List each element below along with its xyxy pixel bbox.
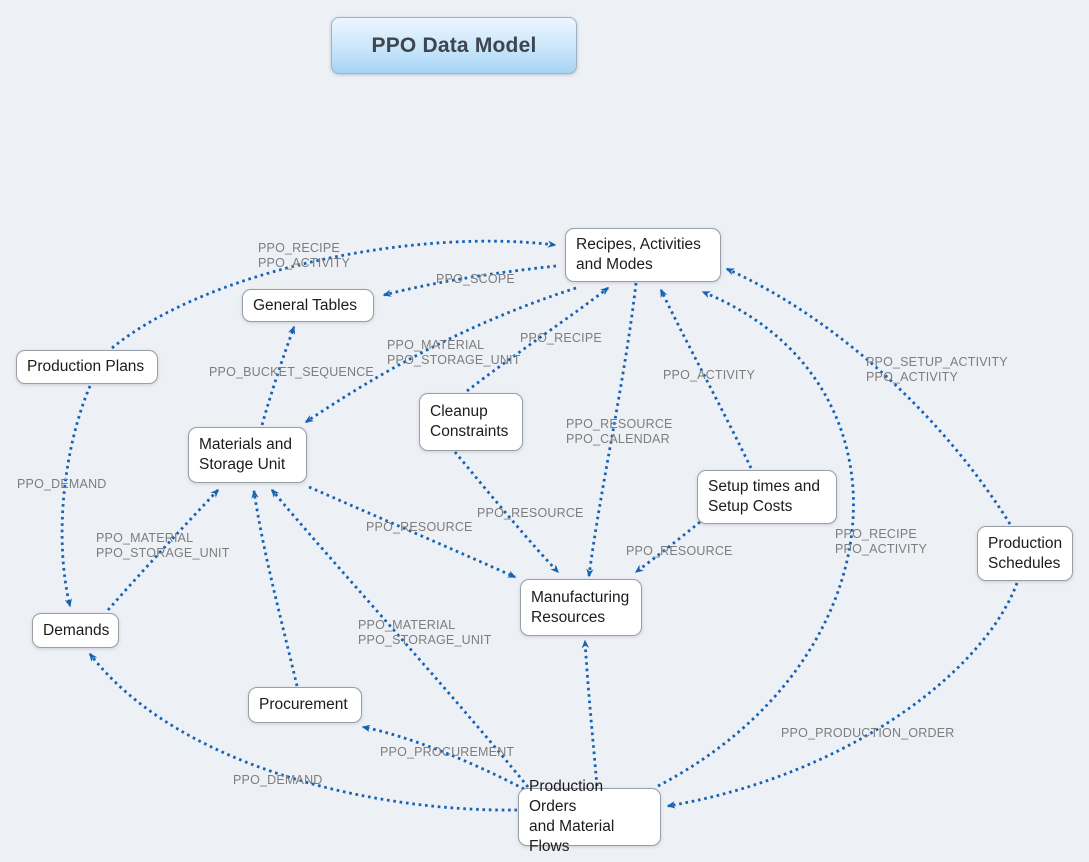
edge-production-orders-to-materials bbox=[270, 488, 530, 788]
node-label: Demands bbox=[43, 621, 110, 639]
edge-schedules-to-recipes bbox=[725, 267, 1012, 525]
edge-label-recipes-manufacturing: PPO_RESOURCE PPO_CALENDAR bbox=[566, 417, 673, 447]
node-setup-times-costs: Setup times and Setup Costs bbox=[697, 470, 837, 524]
node-label: Production Plans bbox=[27, 358, 145, 376]
edge-label-materials-general-tables: PPO_BUCKET_SEQUENCE bbox=[209, 365, 374, 379]
edge-setup-to-recipes bbox=[659, 288, 753, 469]
node-label: Procurement bbox=[259, 696, 348, 714]
node-label: Cleanup Constraints bbox=[430, 403, 509, 440]
node-label: General Tables bbox=[253, 296, 357, 314]
edge-materials-to-general-tables bbox=[260, 325, 296, 426]
node-recipes-activities-modes: Recipes, Activities and Modes bbox=[565, 228, 721, 282]
edge-label-recipes-materials: PPO_MATERIAL PPO_STORAGE_UNIT bbox=[387, 338, 521, 368]
node-materials-storage-unit: Materials and Storage Unit bbox=[188, 427, 307, 483]
edge-label-cleanup-recipes: PPO_RECIPE bbox=[520, 331, 602, 345]
edge-production-orders-to-manufacturing bbox=[581, 639, 599, 787]
node-cleanup-constraints: Cleanup Constraints bbox=[419, 393, 523, 451]
edge-production-orders-to-recipes bbox=[657, 290, 855, 788]
node-label: Setup times and Setup Costs bbox=[708, 478, 821, 515]
edge-label-production-orders-procurement: PPO_PROCUREMENT bbox=[380, 745, 515, 759]
edge-label-setup-manufacturing: PPO_RESOURCE bbox=[626, 544, 733, 558]
edge-procurement-to-materials bbox=[251, 489, 299, 687]
node-label: Recipes, Activities and Modes bbox=[576, 236, 701, 273]
edge-label-schedules-production-orders: PPO_PRODUCTION_ORDER bbox=[781, 726, 955, 740]
edge-production-plans-to-demands bbox=[60, 385, 92, 608]
edge-setup-to-manufacturing bbox=[634, 520, 701, 574]
edge-label-demands-materials: PPO_MATERIAL PPO_STORAGE_UNIT bbox=[96, 531, 230, 561]
node-label: Materials and Storage Unit bbox=[199, 436, 293, 473]
diagram-title-box: PPO Data Model bbox=[331, 17, 577, 74]
edge-cleanup-to-manufacturing bbox=[453, 451, 560, 574]
edge-cleanup-to-recipes bbox=[466, 286, 610, 393]
edge-label-cleanup-manufacturing: PPO_RESOURCE bbox=[477, 506, 584, 520]
edge-label-production-orders-materials: PPO_MATERIAL PPO_STORAGE_UNIT bbox=[358, 618, 492, 648]
edge-label-production-orders-recipes: PPO_RECIPE PPO_ACTIVITY bbox=[835, 527, 928, 557]
edge-label-materials-manufacturing: PPO_RESOURCE bbox=[366, 520, 473, 534]
edge-label-production-plans-demands: PPO_DEMAND bbox=[17, 477, 107, 491]
node-label: Production Schedules bbox=[988, 534, 1063, 572]
edge-label-setup-recipes: PPO_ACTIVITY bbox=[663, 368, 756, 382]
edge-schedules-to-production-orders bbox=[666, 582, 1019, 809]
edge-label-recipes-general-tables: PPO_SCOPE bbox=[436, 272, 515, 286]
edge-label-schedules-recipes: PPO_SETUP_ACTIVITY PPO_ACTIVITY bbox=[866, 355, 1008, 385]
node-procurement: Procurement bbox=[248, 687, 362, 723]
node-production-orders-material-flows: Production Orders and Material Flows bbox=[518, 778, 661, 855]
edge-recipes-to-manufacturing bbox=[586, 282, 638, 578]
node-manufacturing-resources: Manufacturing Resources bbox=[520, 579, 642, 636]
node-label: Manufacturing Resources bbox=[531, 588, 630, 626]
node-production-schedules: Production Schedules bbox=[977, 526, 1073, 581]
edge-label-production-orders-demands: PPO_DEMAND bbox=[233, 773, 323, 787]
edge-label-production-plans-recipes: PPO_RECIPE PPO_ACTIVITY bbox=[258, 241, 351, 271]
edge-production-orders-to-demands bbox=[88, 652, 518, 812]
node-general-tables: General Tables bbox=[242, 289, 374, 322]
edge-production-orders-to-procurement bbox=[361, 724, 525, 791]
diagram-title: PPO Data Model bbox=[371, 33, 537, 57]
node-production-plans: Production Plans bbox=[16, 350, 158, 384]
edge-recipes-to-general-tables bbox=[382, 264, 557, 297]
edge-production-plans-to-recipes bbox=[111, 239, 557, 350]
edge-demands-to-materials bbox=[106, 488, 220, 611]
node-label: Production Orders and Material Flows bbox=[529, 778, 615, 855]
node-demands: Demands bbox=[32, 613, 119, 648]
